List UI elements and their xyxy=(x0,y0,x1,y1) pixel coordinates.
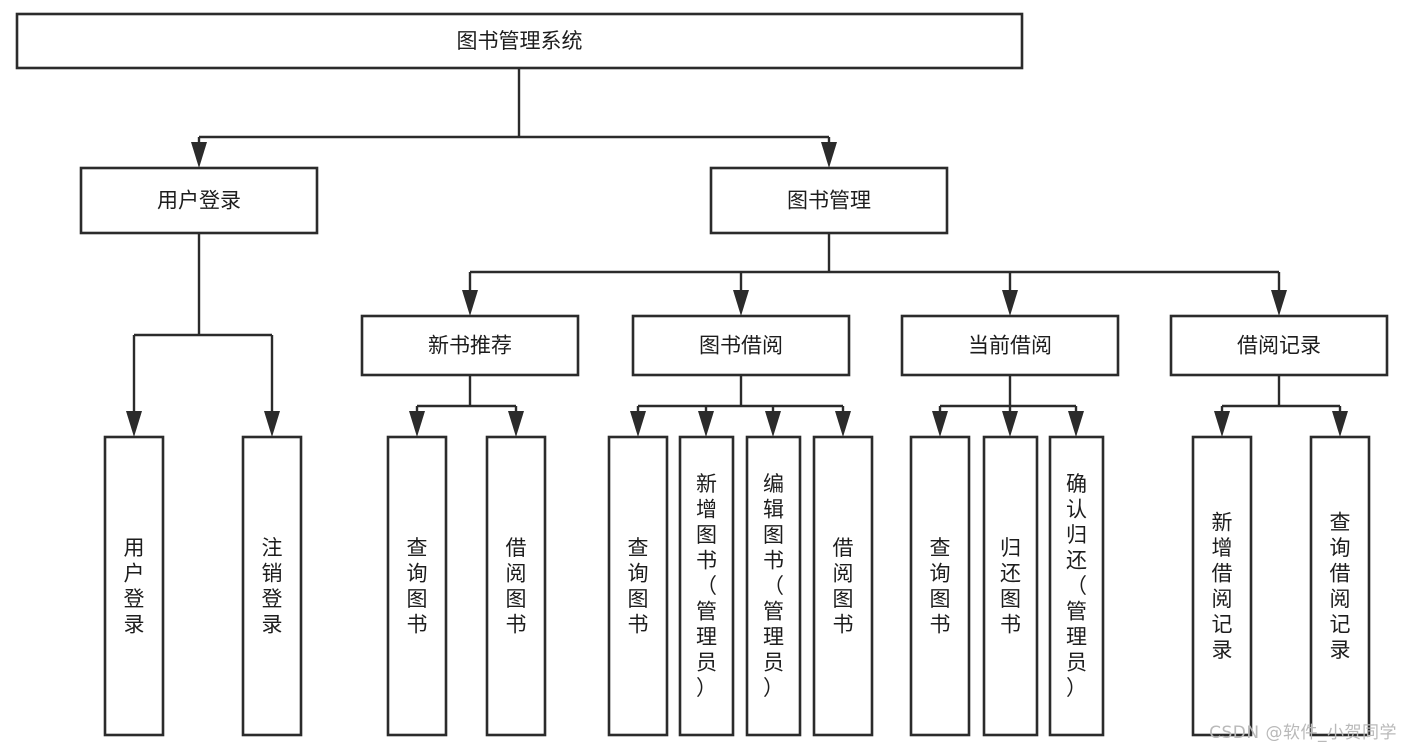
node-box[interactable] xyxy=(900,314,1120,377)
connector-group-root-children xyxy=(191,68,837,168)
node-label: 借阅记录 xyxy=(1237,334,1321,358)
node-leaf-borrow-book-2[interactable]: 借阅图书 xyxy=(812,435,874,737)
connector-group-manage-children xyxy=(462,233,1287,316)
node-label: 借阅图书 xyxy=(833,536,854,637)
arrow-head-icon xyxy=(508,411,524,437)
connector-group-login-children xyxy=(126,233,280,437)
node-label: 注销登录 xyxy=(262,536,283,637)
node-label: 新增借阅记录 xyxy=(1212,510,1233,662)
arrow-head-icon xyxy=(630,411,646,437)
nodes-layer: 图书管理系统用户登录图书管理新书推荐图书借阅当前借阅借阅记录用户登录注销登录查询… xyxy=(15,12,1389,737)
arrow-head-icon xyxy=(1332,411,1348,437)
node-leaf-borrow-book-1[interactable]: 借阅图书 xyxy=(485,435,547,737)
node-label: 图书借阅 xyxy=(699,334,783,358)
node-box[interactable] xyxy=(745,435,802,737)
node-label: 图书管理系统 xyxy=(457,29,583,53)
node-label: 当前借阅 xyxy=(968,334,1052,358)
node-label: 新书推荐 xyxy=(428,334,512,358)
node-leaf-query-book-3[interactable]: 查询图书 xyxy=(909,435,971,737)
node-label: 借阅图书 xyxy=(506,536,527,637)
arrow-head-icon xyxy=(1271,290,1287,316)
node-box[interactable] xyxy=(386,435,448,737)
node-box[interactable] xyxy=(1191,435,1253,737)
node-label: 查询借阅记录 xyxy=(1330,510,1351,662)
arrow-head-icon xyxy=(821,142,837,168)
node-borrow-record[interactable]: 借阅记录 xyxy=(1169,314,1389,377)
node-leaf-query-book-1[interactable]: 查询图书 xyxy=(386,435,448,737)
arrow-head-icon xyxy=(698,411,714,437)
arrow-head-icon xyxy=(191,142,207,168)
node-label: 查询图书 xyxy=(628,536,649,637)
watermark-label: CSDN @软件_小贺同学 xyxy=(1209,723,1397,743)
arrow-head-icon xyxy=(765,411,781,437)
arrow-head-icon xyxy=(733,290,749,316)
node-label: 用户登录 xyxy=(124,536,145,637)
node-leaf-query-record[interactable]: 查询借阅记录 xyxy=(1309,435,1371,737)
connector-group-current-children xyxy=(932,375,1084,437)
node-box[interactable] xyxy=(812,435,874,737)
arrow-head-icon xyxy=(126,411,142,437)
node-label: 查询图书 xyxy=(930,536,951,637)
node-leaf-query-book-2[interactable]: 查询图书 xyxy=(607,435,669,737)
connector-group-borrow-children xyxy=(630,375,851,437)
node-leaf-add-book[interactable]: 新增图书（管理员） xyxy=(678,435,735,737)
node-box[interactable] xyxy=(1169,314,1389,377)
node-label: 归还图书 xyxy=(1000,536,1021,637)
arrow-head-icon xyxy=(835,411,851,437)
node-box[interactable] xyxy=(631,314,851,377)
node-label: 用户登录 xyxy=(157,189,241,213)
node-box[interactable] xyxy=(1048,435,1105,737)
node-box[interactable] xyxy=(709,166,949,235)
node-box[interactable] xyxy=(678,435,735,737)
node-box[interactable] xyxy=(909,435,971,737)
connector-group-rec-children xyxy=(409,375,524,437)
node-leaf-return-book[interactable]: 归还图书 xyxy=(982,435,1039,737)
node-leaf-edit-book[interactable]: 编辑图书（管理员） xyxy=(745,435,802,737)
connector-group-record-children xyxy=(1214,375,1348,437)
node-box[interactable] xyxy=(1309,435,1371,737)
node-label: 编辑图书（管理员） xyxy=(763,472,784,700)
arrow-head-icon xyxy=(462,290,478,316)
node-label: 查询图书 xyxy=(407,536,428,637)
node-leaf-add-record[interactable]: 新增借阅记录 xyxy=(1191,435,1253,737)
node-root[interactable]: 图书管理系统 xyxy=(15,12,1024,70)
arrow-head-icon xyxy=(932,411,948,437)
node-box[interactable] xyxy=(982,435,1039,737)
node-book-borrow[interactable]: 图书借阅 xyxy=(631,314,851,377)
node-user-login[interactable]: 用户登录 xyxy=(79,166,319,235)
node-box[interactable] xyxy=(360,314,580,377)
node-box[interactable] xyxy=(15,12,1024,70)
arrow-head-icon xyxy=(1002,411,1018,437)
node-book-manage[interactable]: 图书管理 xyxy=(709,166,949,235)
node-label: 确认归还（管理员） xyxy=(1066,472,1087,700)
node-box[interactable] xyxy=(103,435,165,737)
arrow-head-icon xyxy=(264,411,280,437)
node-box[interactable] xyxy=(241,435,303,737)
node-box[interactable] xyxy=(485,435,547,737)
node-label: 图书管理 xyxy=(787,189,871,213)
node-new-book-rec[interactable]: 新书推荐 xyxy=(360,314,580,377)
arrow-head-icon xyxy=(1214,411,1230,437)
node-leaf-user-login[interactable]: 用户登录 xyxy=(103,435,165,737)
connectors-layer xyxy=(126,68,1348,437)
arrow-head-icon xyxy=(1002,290,1018,316)
node-box[interactable] xyxy=(607,435,669,737)
node-leaf-logout[interactable]: 注销登录 xyxy=(241,435,303,737)
node-current-borrow[interactable]: 当前借阅 xyxy=(900,314,1120,377)
node-box[interactable] xyxy=(79,166,319,235)
arrow-head-icon xyxy=(409,411,425,437)
node-label: 新增图书（管理员） xyxy=(696,472,717,700)
node-leaf-confirm-return[interactable]: 确认归还（管理员） xyxy=(1048,435,1105,737)
arrow-head-icon xyxy=(1068,411,1084,437)
